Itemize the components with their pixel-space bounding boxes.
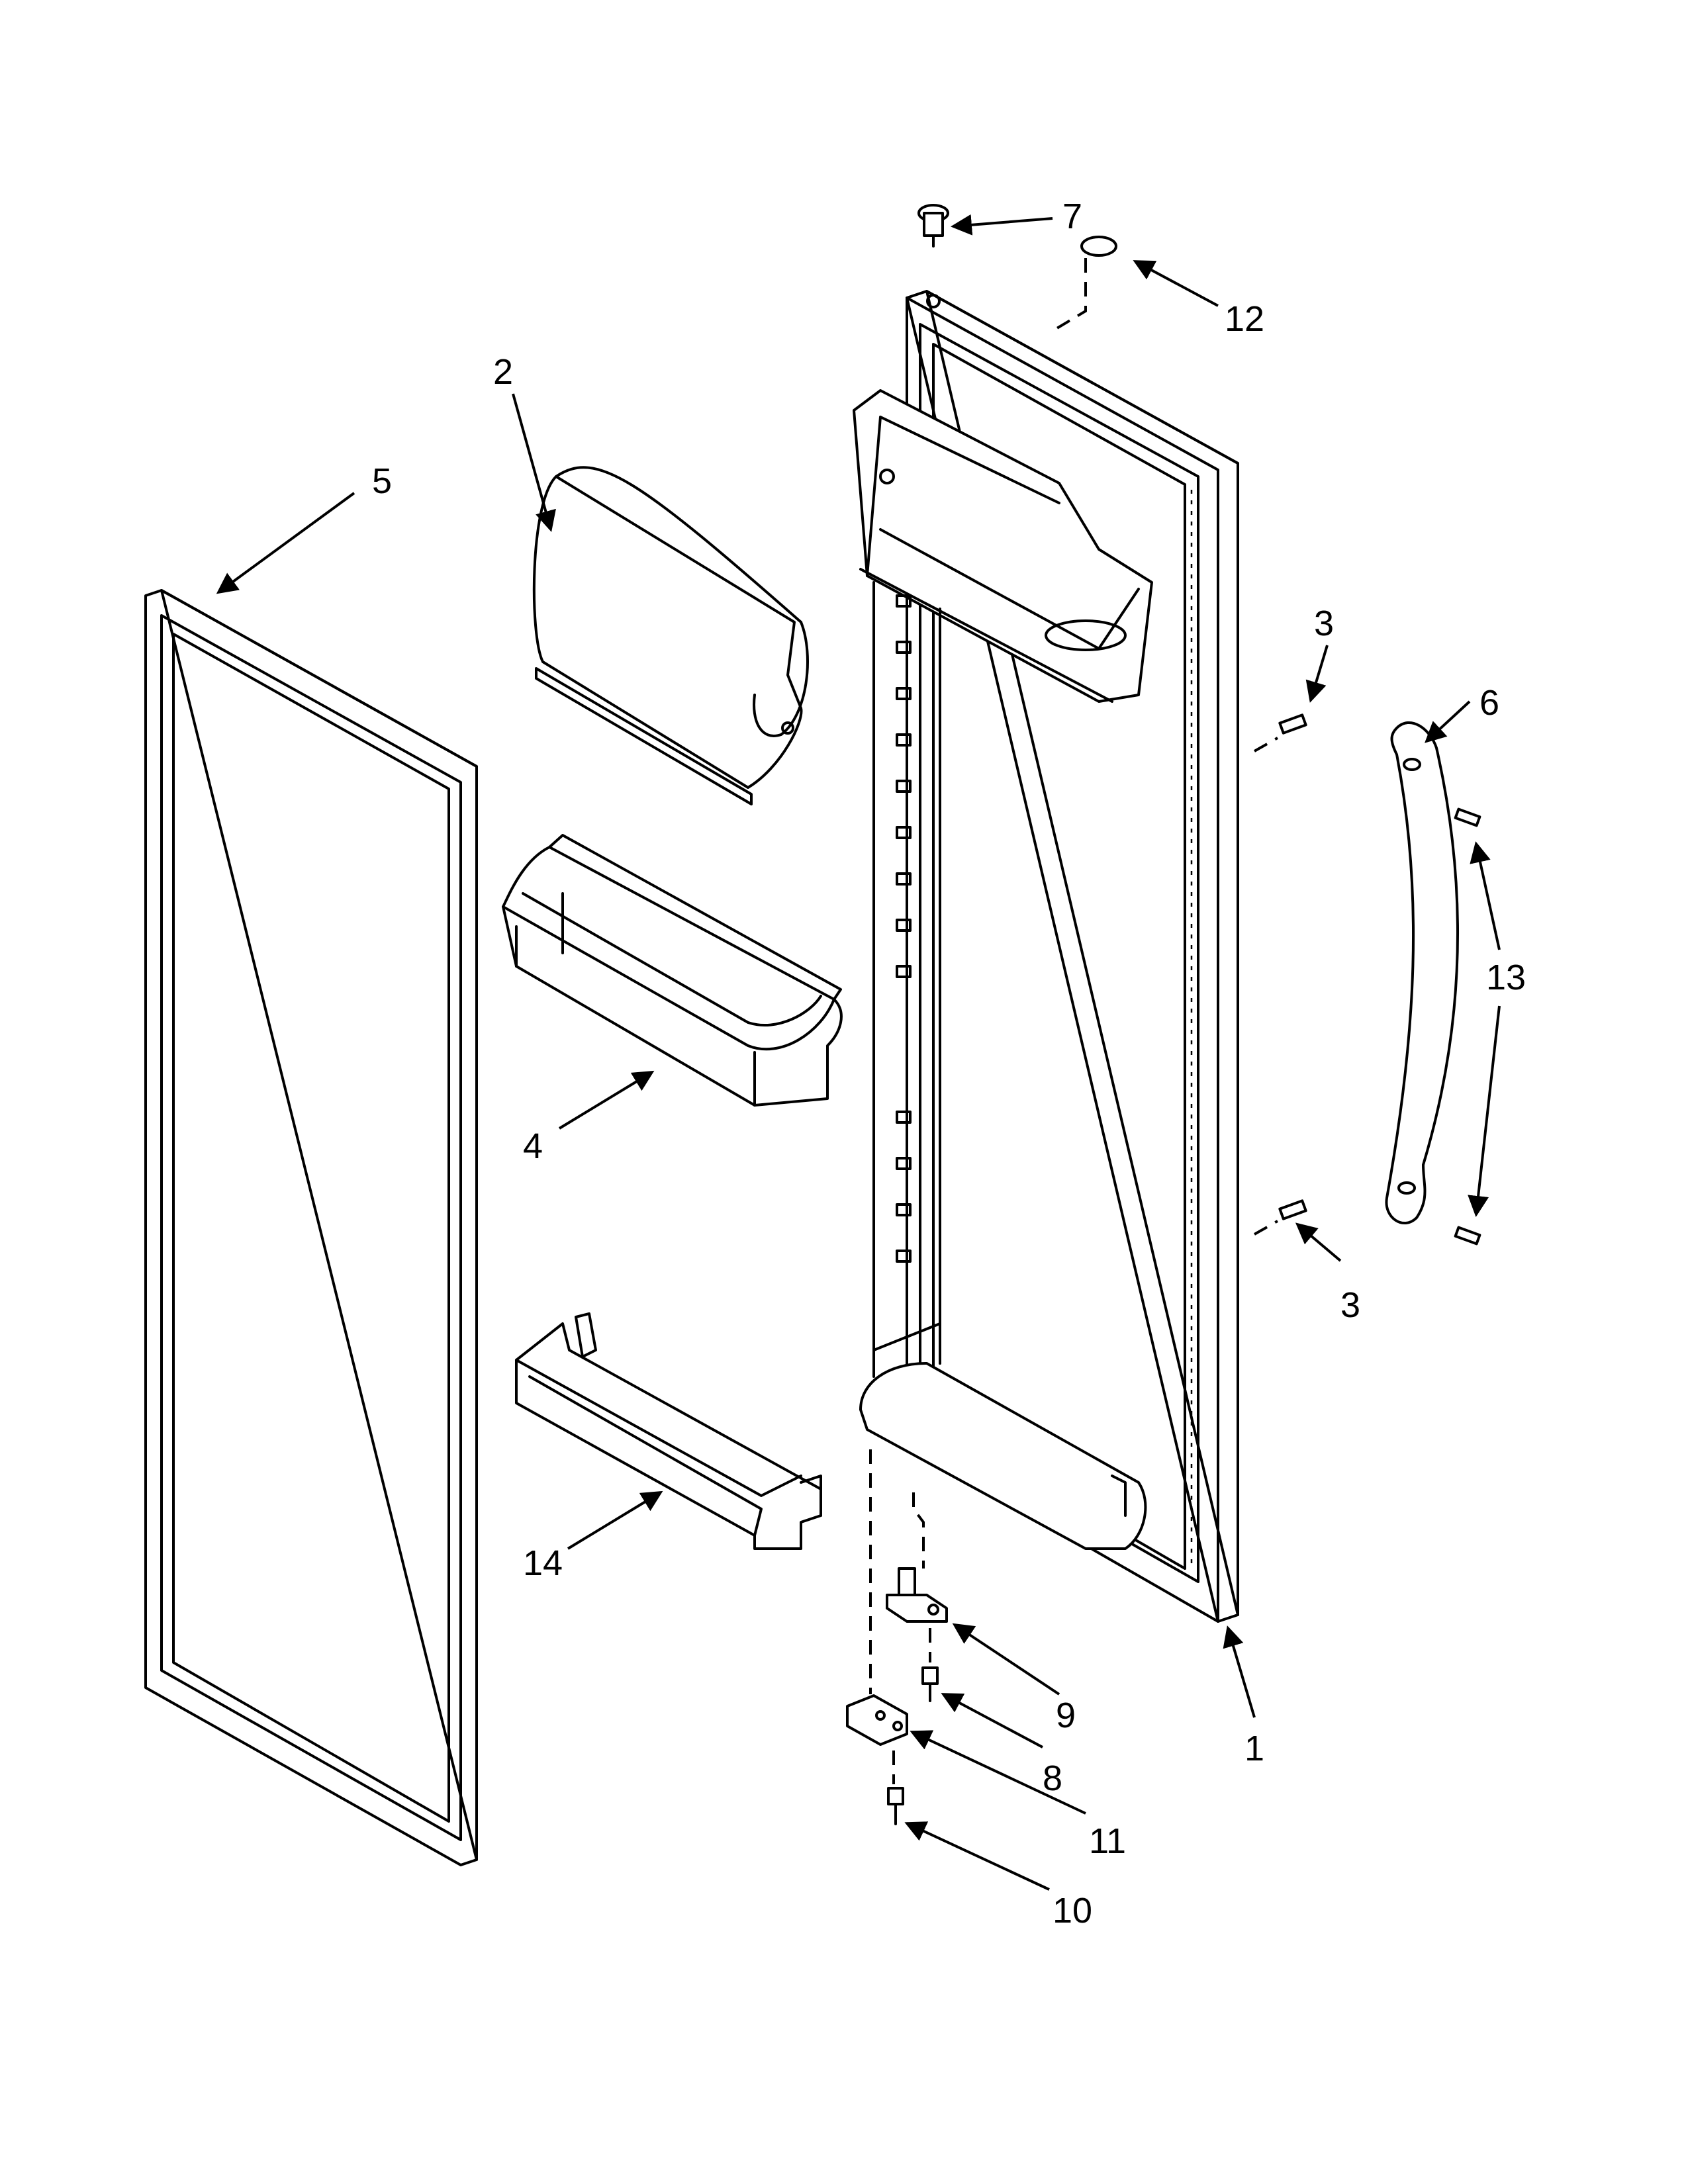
- callout-labels: 1 2 3 3 4 5 6 7 8 9 10 11 12 13 14: [372, 197, 1526, 1931]
- door-liner-assembly: [853, 290, 1239, 1623]
- door-shelf: [515, 1312, 822, 1550]
- callout-1: 1: [1244, 1729, 1264, 1768]
- shelf-stops: [896, 594, 912, 1263]
- door-handle: [1385, 721, 1459, 1225]
- callout-2: 2: [493, 352, 513, 392]
- callout-7: 7: [1062, 197, 1082, 236]
- hinge-bracket: [846, 1449, 908, 1746]
- callout-12: 12: [1225, 299, 1264, 339]
- callout-9: 9: [1056, 1696, 1076, 1735]
- door-gasket: [144, 589, 478, 1866]
- door-plug: [917, 204, 949, 308]
- callout-3-upper: 3: [1314, 604, 1334, 643]
- door-bin: [502, 834, 843, 1107]
- hinge-screw: [921, 1628, 939, 1702]
- callout-4: 4: [523, 1126, 543, 1166]
- callout-5: 5: [372, 461, 392, 501]
- callout-14: 14: [523, 1543, 563, 1583]
- callout-6: 6: [1479, 683, 1499, 723]
- handle-mount-screw-upper: [1254, 713, 1307, 752]
- callout-8: 8: [1043, 1758, 1062, 1798]
- dairy-door-bin: [532, 466, 809, 805]
- callout-13: 13: [1486, 958, 1526, 997]
- bracket-screw: [887, 1751, 904, 1825]
- handle-set-screw-lower: [1454, 1226, 1481, 1246]
- door-hinge: [886, 1492, 948, 1623]
- leader-lines: [216, 214, 1501, 1891]
- handle-mount-screw-lower: [1254, 1199, 1307, 1236]
- handle-set-screw-upper: [1454, 807, 1481, 827]
- callout-11: 11: [1089, 1821, 1126, 1861]
- callout-3-lower: 3: [1340, 1285, 1360, 1325]
- door-ring-seal: [1051, 236, 1117, 332]
- callout-10: 10: [1053, 1891, 1092, 1931]
